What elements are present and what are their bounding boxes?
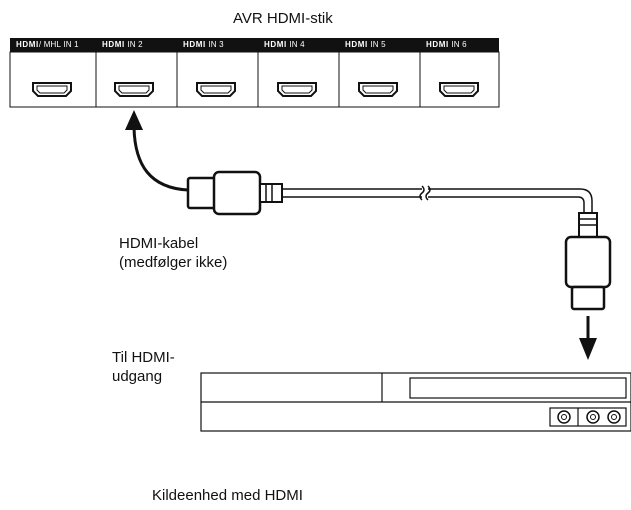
hdmi-socket-6 (439, 82, 479, 97)
hdmi-logo: HDMI (102, 40, 125, 49)
port-header-1: HDMI/ MHL IN 1 (10, 38, 91, 52)
port-label-2: IN 2 (127, 40, 143, 49)
hdmi-socket-5 (358, 82, 398, 97)
port-label-4: IN 4 (289, 40, 305, 49)
port-header-2: HDMI IN 2 (96, 38, 177, 52)
hdmi-socket-3 (196, 82, 236, 97)
output-label: Til HDMI- udgang (112, 348, 175, 386)
port-header-4: HDMI IN 4 (258, 38, 339, 52)
port-label-6: IN 6 (451, 40, 467, 49)
source-device (200, 372, 631, 432)
port-label-3: IN 3 (208, 40, 224, 49)
hdmi-cable (282, 185, 593, 213)
hdmi-plug-left (186, 170, 283, 216)
hdmi-logo: HDMI (183, 40, 206, 49)
output-label-line2: udgang (112, 368, 163, 385)
hdmi-logo: HDMI (264, 40, 287, 49)
hdmi-plug-right (564, 212, 612, 311)
up-arrow-icon (125, 110, 143, 130)
insert-arrow-curve (132, 127, 189, 192)
source-device-label: Kildeenhed med HDMI (152, 487, 303, 504)
cable-label-line2: (medfølger ikke) (119, 254, 228, 271)
port-header-5: HDMI IN 5 (339, 38, 420, 52)
hdmi-logo: HDMI (426, 40, 449, 49)
cable-label-line1: HDMI-kabel (119, 235, 199, 252)
output-label-line1: Til HDMI- (112, 349, 175, 366)
port-label-5: IN 5 (370, 40, 386, 49)
panel-title: AVR HDMI-stik (233, 10, 333, 27)
port-header-6: HDMI IN 6 (420, 38, 499, 52)
hdmi-logo: HDMI (16, 40, 39, 49)
cable-label: HDMI-kabel (medfølger ikke) (119, 234, 227, 272)
down-arrow-icon (579, 338, 597, 360)
hdmi-socket-4 (277, 82, 317, 97)
hdmi-socket-1 (32, 82, 72, 97)
hdmi-socket-2 (114, 82, 154, 97)
avr-panel (9, 51, 500, 108)
hdmi-logo: HDMI (345, 40, 368, 49)
port-label-1: / MHL IN 1 (38, 40, 79, 49)
port-header-3: HDMI IN 3 (177, 38, 258, 52)
